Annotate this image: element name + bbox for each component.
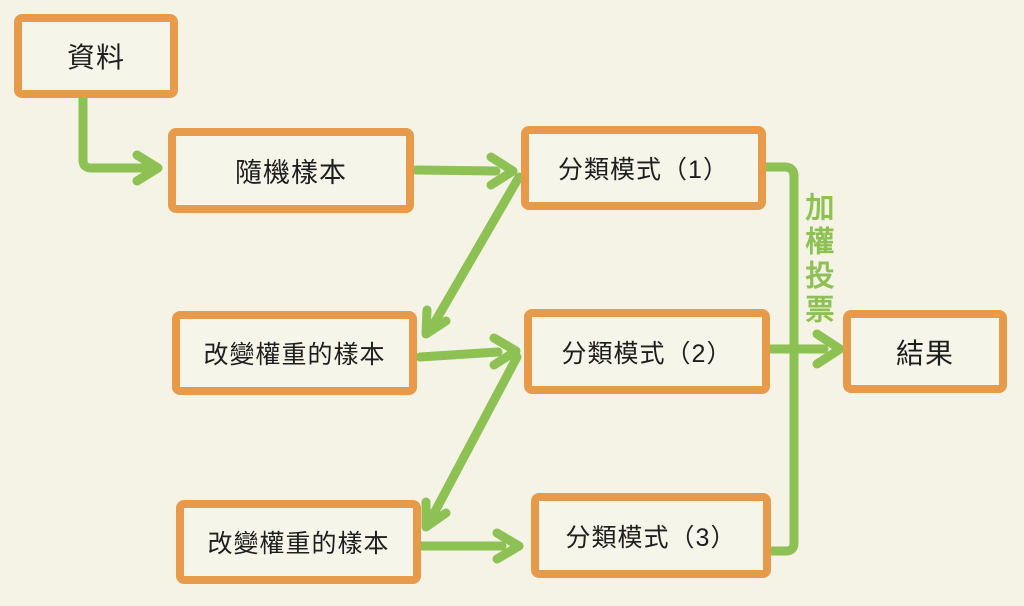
- node-classification-model-3-label: 分類模式（3）: [565, 523, 737, 552]
- node-classification-model-3: 分類模式（3）: [531, 493, 771, 578]
- edge-random-sample-to-model-1: [411, 165, 501, 176]
- arrowhead-model-1-to-weighted-sample-1: [421, 305, 451, 339]
- node-classification-model-1: 分類模式（1）: [521, 126, 766, 210]
- node-weighted-sample-1: 改變權重的樣本: [172, 311, 417, 395]
- node-weighted-sample-2: 改變權重的樣本: [176, 500, 421, 584]
- edge-model-2-to-weighted-sample-2: [426, 352, 522, 524]
- arrowhead-random-sample-to-model-1: [486, 152, 518, 190]
- node-weighted-sample-2-label: 改變權重的樣本: [207, 530, 390, 558]
- edge-model-1-to-weighted-sample-1: [427, 172, 524, 332]
- merge-annotation-weighted-voting: 加權投票: [800, 192, 833, 328]
- arrowhead-weighted-sample-2-to-model-3: [492, 528, 524, 564]
- edge-merge-rail: [761, 162, 799, 556]
- node-weighted-sample-1-label: 改變權重的樣本: [203, 341, 386, 369]
- node-result-label: 結果: [895, 337, 954, 369]
- arrowhead-merge-to-result: [812, 329, 845, 369]
- edge-weighted-sample-1-to-model-2: [415, 347, 503, 362]
- arrowhead-model-2-to-weighted-sample-2: [421, 497, 451, 532]
- node-random-sample: 隨機樣本: [168, 128, 414, 213]
- node-result: 結果: [843, 310, 1007, 393]
- node-classification-model-2: 分類模式（2）: [524, 309, 770, 394]
- arrowhead-data-to-random-sample: [132, 150, 163, 186]
- node-classification-model-1-label: 分類模式（1）: [558, 156, 729, 184]
- node-classification-model-2-label: 分類模式（2）: [561, 339, 733, 368]
- node-data-label: 資料: [66, 42, 125, 73]
- node-data: 資料: [14, 14, 178, 98]
- edge-data-to-random-sample: [78, 91, 151, 173]
- node-random-sample-label: 隨機樣本: [235, 158, 347, 188]
- arrowhead-weighted-sample-1-to-model-2: [489, 333, 521, 370]
